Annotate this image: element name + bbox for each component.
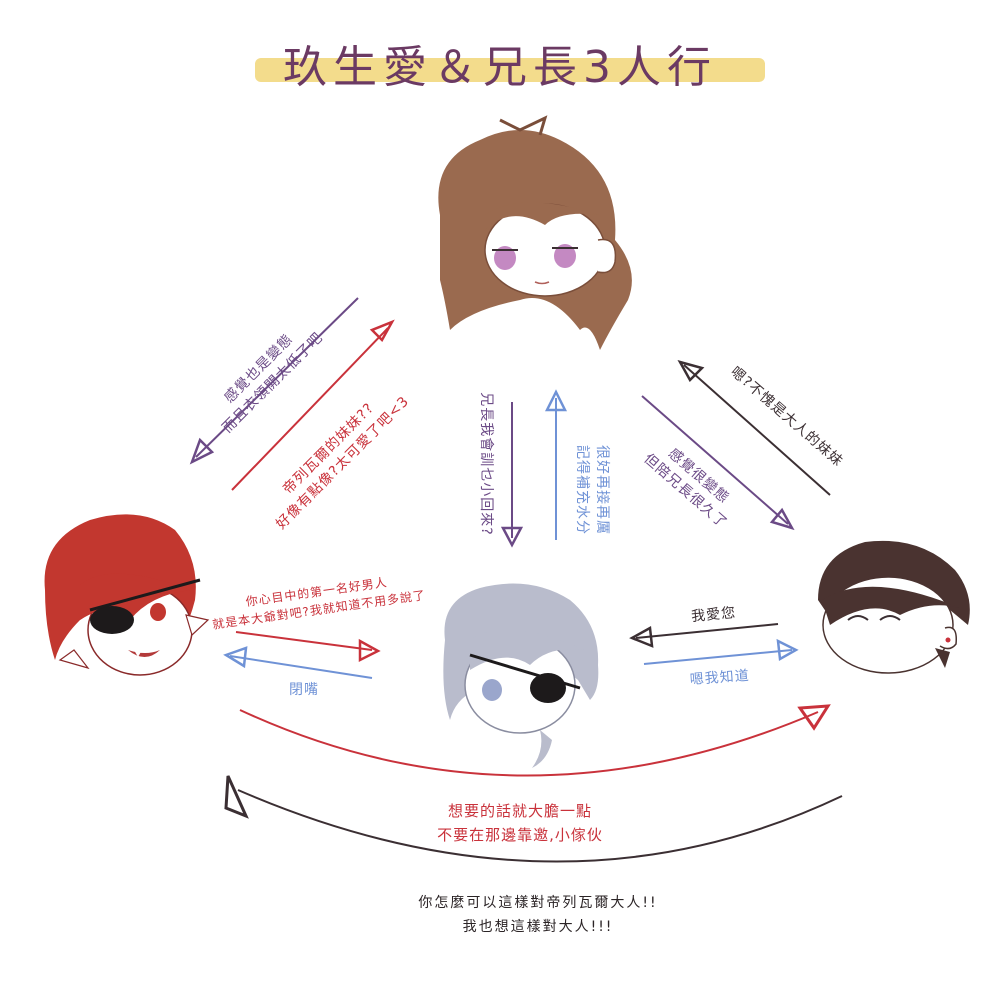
label-center-to-left: 閉嘴 bbox=[289, 682, 319, 698]
diagram-title: 玖生愛＆兄長3人行 bbox=[283, 42, 717, 93]
arrow-right-to-top bbox=[677, 360, 831, 496]
arrow-left-to-center bbox=[235, 631, 381, 663]
arrow-center-to-top bbox=[544, 389, 568, 540]
bottom-line-1: 你怎麼可以這樣對帝列瓦爾大人!! bbox=[418, 894, 657, 911]
label-right-to-top: 嗯?不愧是大人的妹妹 bbox=[727, 364, 846, 470]
arrow-top-to-left bbox=[231, 319, 395, 491]
top-character bbox=[438, 115, 632, 350]
arrow-top-to-right bbox=[641, 395, 795, 531]
arrow-center-to-left bbox=[223, 646, 373, 679]
label-right-to-center: 我愛您 bbox=[690, 604, 736, 625]
arrow-center-to-right bbox=[643, 638, 799, 665]
arrow-left-to-top bbox=[189, 297, 359, 465]
label-arc-1: 想要的話就大膽一點 bbox=[448, 802, 592, 820]
arrow-top-to-center bbox=[500, 402, 524, 548]
center-character bbox=[443, 583, 599, 768]
arc-left-to-right bbox=[239, 704, 831, 777]
label-center-to-top-1: 很好再接再厲 bbox=[594, 445, 611, 535]
title-highlight bbox=[255, 58, 765, 82]
label-top-to-center: 兄長我會訓乜小回來? bbox=[478, 392, 494, 535]
label-arc-2: 不要在那邊靠邀,小傢伙 bbox=[437, 826, 603, 844]
label-top-to-left-2: 好像有點像?太可愛了吧<3 bbox=[273, 393, 412, 532]
label-center-to-top-2: 記得補充水分 bbox=[574, 445, 591, 535]
bottom-line-2: 我也想這樣對大人!!! bbox=[463, 918, 614, 935]
arrow-right-to-center bbox=[629, 623, 779, 648]
arc-right-to-left bbox=[224, 775, 843, 863]
right-character bbox=[818, 540, 970, 674]
label-center-to-right: 嗯我知道 bbox=[689, 667, 750, 688]
left-character bbox=[44, 514, 210, 676]
title-group: 玖生愛＆兄長3人行 bbox=[255, 42, 765, 93]
